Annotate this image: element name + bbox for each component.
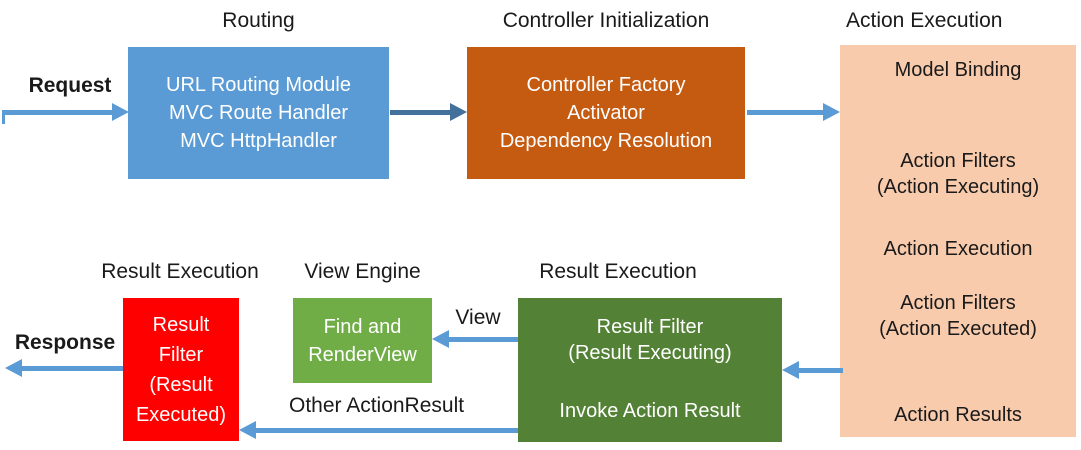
request-label: Request xyxy=(28,74,112,97)
action-item-action-results: Action Results xyxy=(894,404,1022,426)
result-filter-executing-box: Result Filter (Result Executing) Invoke … xyxy=(518,298,782,442)
action-item-filters-executing: Action Filters (Action Executing) xyxy=(876,150,1040,198)
result-execution-final-title: Result Execution xyxy=(101,260,259,283)
result-exec-group: Result Filter (Result Executing) xyxy=(568,316,732,364)
controller-line: Dependency Resolution xyxy=(499,130,713,152)
action-item-action-execution: Action Execution xyxy=(883,238,1033,260)
action-execution-title: Action Execution xyxy=(846,9,1003,32)
action-execution-panel: Model Binding Action Filters (Action Exe… xyxy=(840,45,1076,437)
result-filter-executed-box: Result Filter (Result Executed) xyxy=(123,298,239,441)
result-final-line: Executed) xyxy=(135,403,227,426)
view-engine-line: Find and xyxy=(323,315,402,338)
result-final-line: Filter xyxy=(158,343,204,366)
result-final-line: Result xyxy=(152,313,210,336)
response-label: Response xyxy=(14,331,116,354)
routing-line: MVC HttpHandler xyxy=(180,130,337,152)
routing-box: URL Routing Module MVC Route Handler MVC… xyxy=(128,47,389,179)
controller-initialization-title: Controller Initialization xyxy=(502,9,710,32)
view-engine-title: View Engine xyxy=(304,260,421,283)
view-engine-line: RenderView xyxy=(308,343,417,366)
controller-line: Controller Factory xyxy=(526,74,686,96)
view-label: View xyxy=(455,306,501,329)
view-engine-box: Find and RenderView xyxy=(293,298,432,383)
routing-line: URL Routing Module xyxy=(166,74,351,96)
result-execution-filters-title: Result Execution xyxy=(539,260,697,283)
action-item-filters-executed: Action Filters (Action Executed) xyxy=(879,292,1037,340)
other-actionresult-label: Other ActionResult xyxy=(289,394,465,417)
result-exec-group: Invoke Action Result xyxy=(559,400,741,422)
routing-title: Routing xyxy=(222,9,295,32)
action-item-model-binding: Model Binding xyxy=(894,59,1022,81)
controller-line: Activator xyxy=(567,102,645,124)
result-final-line: (Result xyxy=(149,373,213,396)
controller-initialization-box: Controller Factory Activator Dependency … xyxy=(467,47,745,179)
routing-line: MVC Route Handler xyxy=(169,102,348,124)
